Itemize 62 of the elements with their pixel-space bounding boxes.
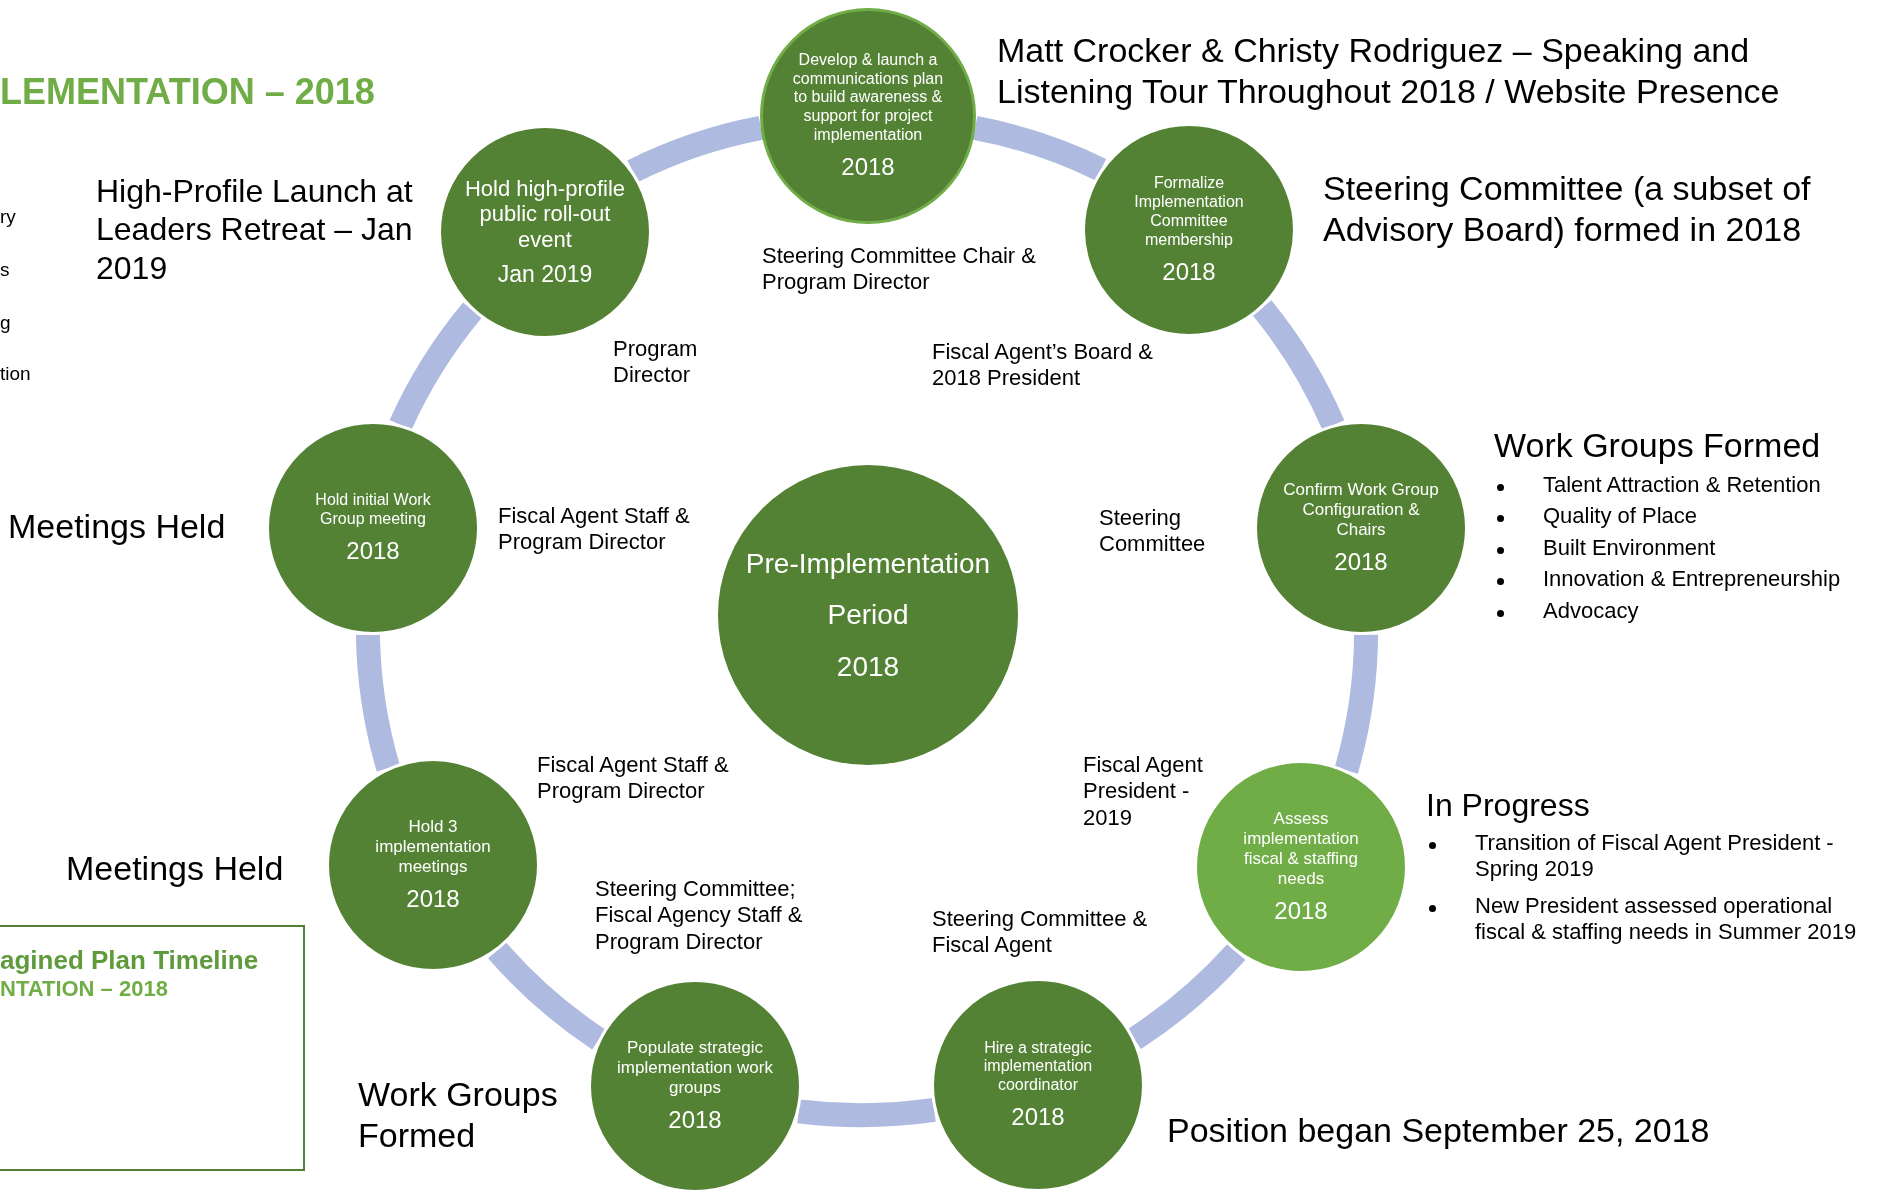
text-fragment: ry [0,206,16,229]
milestone-text: Confirm Work Group Configuration & Chairs [1283,479,1439,540]
year-text: 2018 [841,153,895,182]
role-text: Program Director [613,336,699,389]
connector-arc [355,634,400,772]
outcome-text: Matt Crocker & Christy Rodriguez – Speaking and Listening Tour Throughout 2018 / Website Presence [997,30,1781,112]
year-text: 2018 [1334,547,1388,577]
year-text: 2018 [668,1105,722,1135]
milestone-text: Hold high-profile public roll-out event [463,175,627,254]
outcome-text: High-Profile Launch at Leaders Retreat – Jan 2019 [96,172,414,288]
connector-arc [1127,943,1246,1049]
text-fragment: g [0,312,11,335]
role-text: Steering Committee [1099,505,1207,558]
outcome-text: Meetings Held [66,848,284,889]
outcome-text: Position began September 25, 2018 [1167,1110,1710,1151]
year-text: Jan 2019 [497,261,593,289]
connector-arc [972,116,1106,181]
connector-arc [1334,634,1379,774]
list-item: New President assessed operational fiscal & staffing needs in Summer 2019 [1475,893,1858,946]
milestone-text: Hold initial Work Group meeting [314,490,432,529]
role-text: Fiscal Agent Staff & Program Director [537,752,730,805]
note-box [0,925,305,1171]
list-item: Talent Attraction & Retention [1543,472,1821,499]
text-fragment: s [0,259,10,282]
text-fragment: tion [0,363,31,386]
heading-text: LEMENTATION – 2018 [0,70,375,114]
box-subheading: NTATION – 2018 [0,976,169,1002]
list-heading: In Progress [1426,786,1590,825]
year-text: 2018 [406,884,460,914]
milestone-text: Hire a strategic implementation coordinator [982,1038,1094,1096]
milestone-text: Develop & launch a communications plan to build awareness & support for project implementation [791,50,945,146]
connector-arc [627,116,764,183]
role-text: Fiscal Agent Staff & Program Director [498,503,691,556]
milestone-text: Period [827,598,909,632]
list-item: Built Environment [1543,535,1716,562]
year-text: 2018 [346,536,400,566]
role-text: Fiscal Agent President - 2019 [1083,752,1204,832]
role-text: Steering Committee & Fiscal Agent [932,906,1149,959]
role-text: Steering Committee; Fiscal Agency Staff & Program Director [595,876,804,956]
year-text: 2018 [1162,257,1216,286]
list-item: Advocacy [1543,598,1639,625]
year-text: 2018 [1011,1103,1065,1132]
milestone-text: Populate strategic implementation work groups [616,1037,774,1098]
list-item: Quality of Place [1543,503,1698,530]
list-item: Innovation & Entrepreneurship [1543,566,1841,593]
year-text: 2018 [836,649,900,683]
list-item: Transition of Fiscal Agent President - Spring 2019 [1475,830,1835,883]
connector-arc [488,942,606,1050]
outcome-text: Steering Committee (a subset of Advisory Board) formed in 2018 [1323,168,1812,250]
milestone-text: Formalize Implementation Committee membership [1133,174,1245,250]
connector-arc [797,1097,936,1128]
milestone-text: Pre-Implementation [745,547,991,581]
box-heading: agined Plan Timeline [0,945,260,976]
role-text: Fiscal Agent’s Board & 2018 President [932,339,1154,392]
outcome-text: Meetings Held [8,506,226,547]
role-text: Steering Committee Chair & Program Director [762,243,1037,296]
milestone-text: Assess implementation fiscal & staffing needs [1242,808,1360,889]
year-text: 2018 [1274,896,1328,926]
list-heading: Work Groups Formed [1494,425,1821,466]
milestone-text: Hold 3 implementation meetings [374,816,492,877]
outcome-text: Work Groups Formed [358,1074,559,1156]
connector-arc [1252,300,1345,431]
